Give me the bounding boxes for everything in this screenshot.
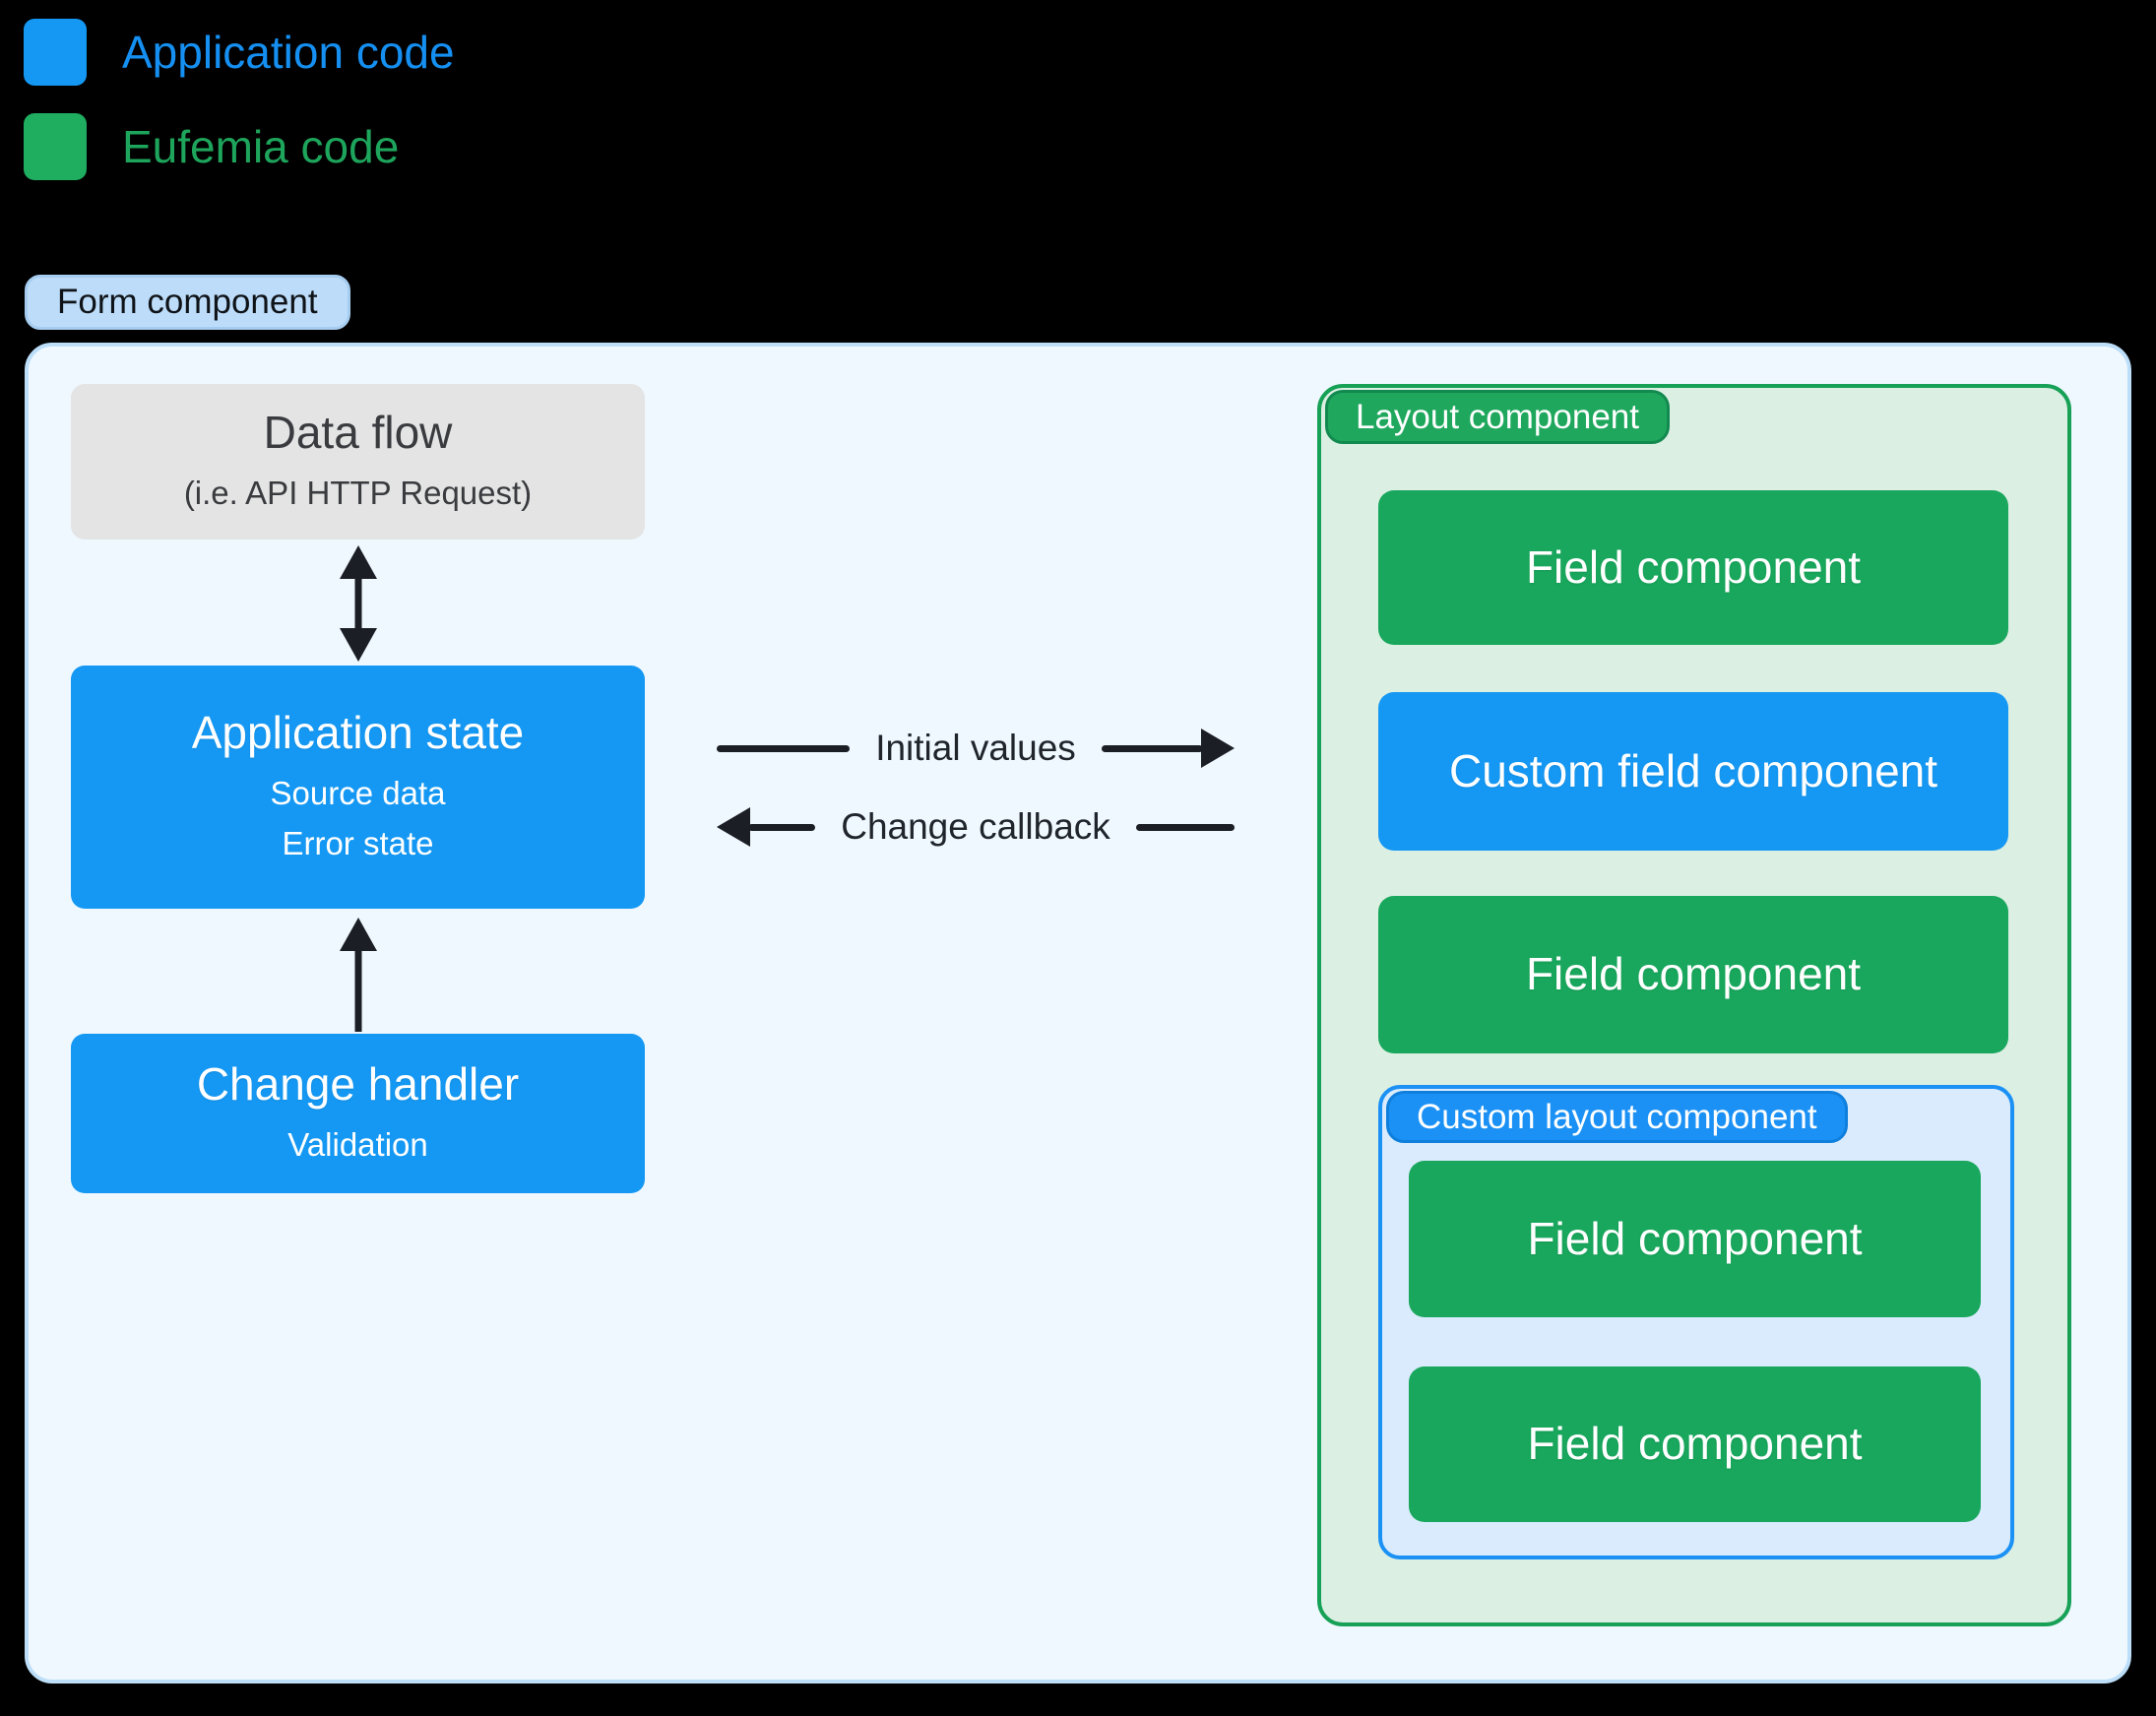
change-handler-validation: Validation: [287, 1126, 428, 1164]
change-callback-label: Change callback: [841, 806, 1110, 847]
application-code-swatch-icon: [24, 19, 87, 86]
arrow-line-with-head: [717, 807, 816, 847]
change-handler-title: Change handler: [196, 1057, 520, 1110]
arrow-line-with-head: [1101, 729, 1236, 768]
form-component-container: Data flow (i.e. API HTTP Request) Applic…: [25, 343, 2131, 1684]
custom-field-component-label: Custom field component: [1448, 744, 1938, 796]
data-flow-box: Data flow (i.e. API HTTP Request): [71, 384, 645, 540]
field-component-label: Field component: [1525, 948, 1862, 1000]
field-component-label: Field component: [1525, 540, 1862, 593]
field-component-box: Field component: [1378, 896, 2008, 1053]
change-handler-up-arrow-icon: [340, 918, 377, 1032]
change-handler-box: Change handler Validation: [71, 1034, 645, 1193]
application-state-title: Application state: [191, 706, 525, 758]
form-component-label: Form component: [25, 275, 350, 330]
eufemia-code-swatch-icon: [24, 113, 87, 180]
application-state-box: Application state Source data Error stat…: [71, 666, 645, 909]
layout-component-container: Layout component Field component Custom …: [1317, 384, 2071, 1626]
legend-item-application-code: Application code: [24, 19, 455, 86]
arrow-line: [748, 823, 816, 831]
arrow-line: [717, 744, 851, 752]
legend-item-eufemia-code: Eufemia code: [24, 113, 399, 180]
field-component-box: Field component: [1409, 1161, 1981, 1317]
legend-label-application-code: Application code: [122, 27, 455, 78]
application-state-source-data: Source data: [270, 774, 446, 811]
field-component-box: Field component: [1409, 1366, 1981, 1522]
custom-layout-component-container: Custom layout component Field component …: [1378, 1085, 2014, 1559]
custom-layout-component-label: Custom layout component: [1386, 1091, 1848, 1143]
application-state-error-state: Error state: [282, 825, 434, 862]
change-callback-arrow: Change callback: [717, 803, 1235, 851]
layout-component-label: Layout component: [1325, 390, 1670, 444]
legend-label-eufemia-code: Eufemia code: [122, 121, 400, 172]
arrow-line: [1135, 823, 1235, 831]
initial-values-label: Initial values: [875, 728, 1076, 768]
custom-field-component-box: Custom field component: [1378, 692, 2008, 851]
field-component-label: Field component: [1527, 1418, 1863, 1470]
data-flow-subtitle: (i.e. API HTTP Request): [183, 475, 533, 512]
data-flow-title: Data flow: [263, 406, 453, 458]
arrow-head-right-icon: [1201, 729, 1236, 768]
initial-values-arrow: Initial values: [717, 725, 1236, 772]
field-component-box: Field component: [1378, 490, 2008, 645]
state-sync-arrows: Initial values Change callback: [717, 725, 1236, 851]
data-flow-sync-arrow-icon: [340, 545, 377, 662]
field-component-label: Field component: [1527, 1212, 1863, 1264]
arrow-head-left-icon: [717, 807, 750, 847]
arrow-line: [1101, 744, 1204, 752]
